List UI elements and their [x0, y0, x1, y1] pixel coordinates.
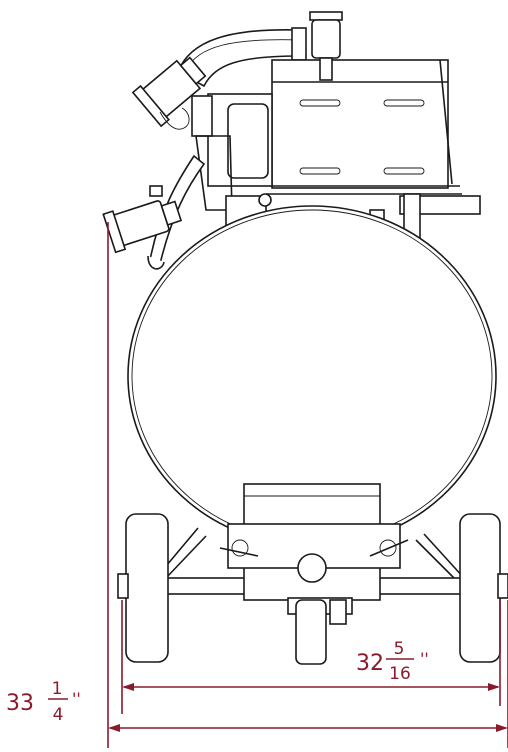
hitch-bracket — [219, 483, 409, 601]
dimension-inner-width — [122, 683, 500, 691]
inner-width-unit: '' — [420, 649, 429, 668]
overall-width-numerator: 1 — [52, 679, 63, 699]
left-wheel — [117, 513, 169, 663]
filler-cap — [309, 11, 343, 81]
inlet-nozzle — [102, 185, 183, 254]
elbow-pipe — [177, 27, 307, 88]
center-caster — [287, 597, 353, 665]
right-wheel — [459, 513, 508, 663]
overall-width-denominator: 4 — [53, 705, 64, 725]
inner-width-label: 32 5 16 '' — [356, 639, 429, 684]
overall-width-label: 33 1 4 '' — [6, 679, 81, 725]
discharge-coupler — [131, 56, 207, 130]
engine-housing — [266, 59, 462, 195]
right-frame-arm — [369, 193, 481, 241]
pump-trailer-drawing — [102, 11, 508, 665]
dimension-overall-width — [108, 724, 508, 732]
inner-width-whole: 32 — [356, 651, 384, 676]
inner-width-denominator: 16 — [389, 664, 411, 684]
dimension-annotations: 32 5 16 '' 33 1 4 '' — [6, 222, 508, 748]
pump-body — [191, 93, 273, 227]
inner-width-numerator: 5 — [394, 639, 405, 659]
overall-width-whole: 33 — [6, 691, 34, 716]
overall-width-unit: '' — [72, 689, 81, 708]
